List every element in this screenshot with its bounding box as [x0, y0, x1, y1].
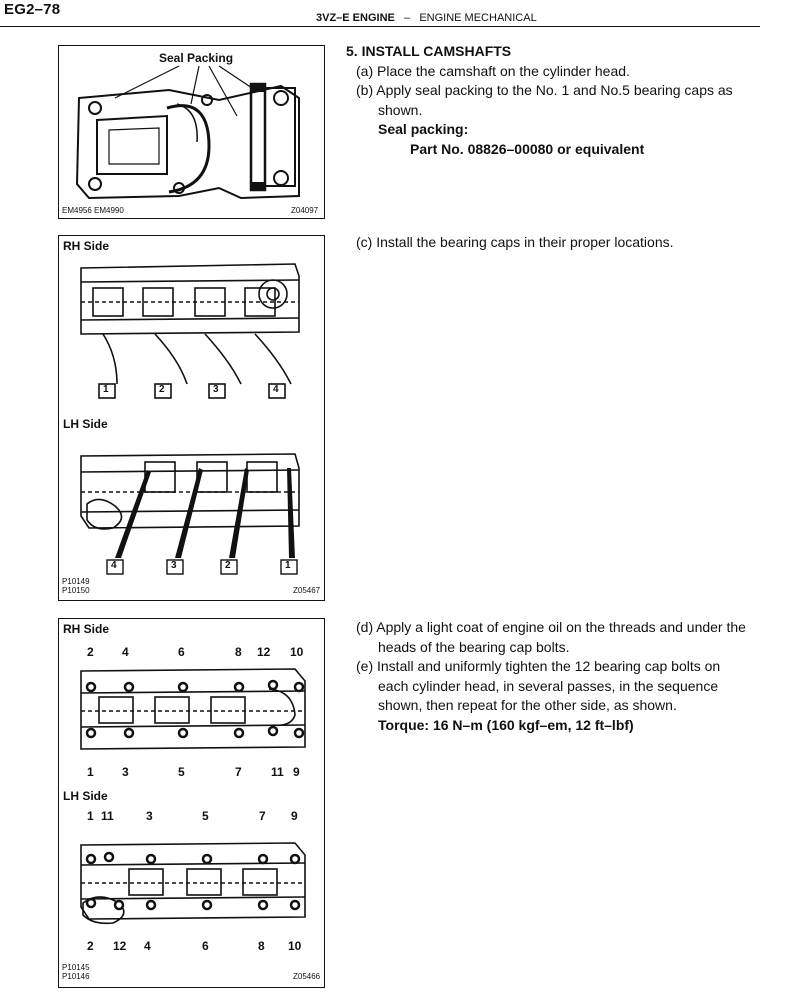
- seal-packing-label: Seal packing:: [378, 121, 469, 137]
- rh-cap-number: 3: [213, 384, 219, 395]
- rh-cap-number: 2: [159, 384, 165, 395]
- rh-cap-number: 4: [273, 384, 279, 395]
- lh-bolt-number: 5: [202, 809, 209, 823]
- figure-ref-right: Z05467: [293, 586, 321, 595]
- lh-bolt-number: 10: [288, 939, 302, 953]
- lh-bolt-number: 6: [202, 939, 209, 953]
- rh-bolt-number: 2: [87, 645, 94, 659]
- lh-bolt-number: 7: [259, 809, 266, 823]
- rh-bolt-number: 10: [290, 645, 304, 659]
- rh-bolt-number: 1: [87, 765, 94, 779]
- step-b: (b) Apply seal packing to the No. 1 and …: [356, 82, 733, 118]
- bolt-tightening-sequence-illustration: [80, 668, 306, 925]
- figure-ref-left-1: P10149: [62, 577, 90, 586]
- seal-packing-callout: Seal Packing: [159, 51, 234, 65]
- lh-cap-number: 4: [111, 560, 117, 571]
- bolt-sequence-figure: RH Side LH Side 2 4 6 8 12 10 1 3 5 7 11…: [58, 618, 325, 988]
- seal-packing-figure: Seal Packing EM4956 EM4990 Z04097: [58, 45, 325, 219]
- lh-bolt-number: 3: [146, 809, 153, 823]
- figure-ref-right: Z05466: [293, 972, 321, 981]
- cylinder-heads-with-caps-illustration: [80, 263, 300, 575]
- rh-bolt-number: 3: [122, 765, 129, 779]
- step-c: (c) Install the bearing caps in their pr…: [356, 234, 674, 250]
- lh-cap-number: 2: [225, 560, 231, 571]
- figure-ref-left-2: P10150: [62, 586, 90, 595]
- rh-bolt-number: 11: [271, 765, 284, 779]
- lh-bolt-number: 2: [87, 939, 94, 953]
- page-number: EG2–78: [4, 1, 61, 18]
- lh-cap-number: 1: [285, 560, 291, 571]
- rh-bolt-number: 8: [235, 645, 242, 659]
- step-d: (d) Apply a light coat of engine oil on …: [356, 619, 746, 655]
- section-title: 3VZ–E ENGINE – ENGINE MECHANICAL: [316, 12, 537, 24]
- lh-bolt-number: 12: [113, 939, 127, 953]
- lh-bolt-number: 8: [258, 939, 265, 953]
- figure-ref-right: Z04097: [291, 206, 319, 215]
- rh-bolt-number: 6: [178, 645, 185, 659]
- step-e: (e) Install and uniformly tighten the 12…: [356, 658, 721, 713]
- header-rule: [0, 26, 760, 27]
- rh-side-label: RH Side: [63, 622, 110, 636]
- step-c-block: (c) Install the bearing caps in their pr…: [346, 233, 751, 253]
- lh-cap-number: 3: [171, 560, 177, 571]
- engine-name: 3VZ–E ENGINE: [316, 12, 395, 24]
- rh-bolt-number: 7: [235, 765, 242, 779]
- title-separator: –: [404, 12, 411, 24]
- lh-side-label: LH Side: [63, 417, 108, 431]
- rh-side-label: RH Side: [63, 239, 110, 253]
- cylinder-head-end-illustration: [75, 65, 300, 200]
- torque-spec: Torque: 16 N–m (160 kgf–em, 12 ft–lbf): [378, 716, 634, 733]
- figure-ref-left-1: P10145: [62, 963, 90, 972]
- part-number: Part No. 08826–00080 or equivalent: [410, 140, 645, 157]
- install-camshafts-steps: 5. INSTALL CAMSHAFTS (a) Place the camsh…: [346, 42, 751, 159]
- bearing-cap-location-figure: RH Side LH Side 1 2 3 4 4 3 2 1 P10149 P…: [58, 235, 325, 601]
- rh-bolt-number: 9: [293, 765, 300, 779]
- rh-cap-number: 1: [103, 384, 109, 395]
- lh-side-label: LH Side: [63, 789, 108, 803]
- figure-ref-left-2: P10146: [62, 972, 90, 981]
- section-name: ENGINE MECHANICAL: [419, 12, 537, 24]
- step-title: 5. INSTALL CAMSHAFTS: [346, 43, 512, 59]
- rh-bolt-number: 4: [122, 645, 129, 659]
- step-a: (a) Place the camshaft on the cylinder h…: [356, 62, 630, 79]
- lh-bolt-number: 9: [291, 809, 298, 823]
- lh-bolt-number: 4: [144, 939, 151, 953]
- lh-bolt-number: 1: [87, 809, 94, 823]
- lh-bolt-number: 11: [101, 809, 114, 823]
- step-d-e-block: (d) Apply a light coat of engine oil on …: [346, 618, 751, 735]
- rh-bolt-number: 12: [257, 645, 271, 659]
- figure-ref-left: EM4956 EM4990: [62, 206, 124, 215]
- rh-bolt-number: 5: [178, 765, 185, 779]
